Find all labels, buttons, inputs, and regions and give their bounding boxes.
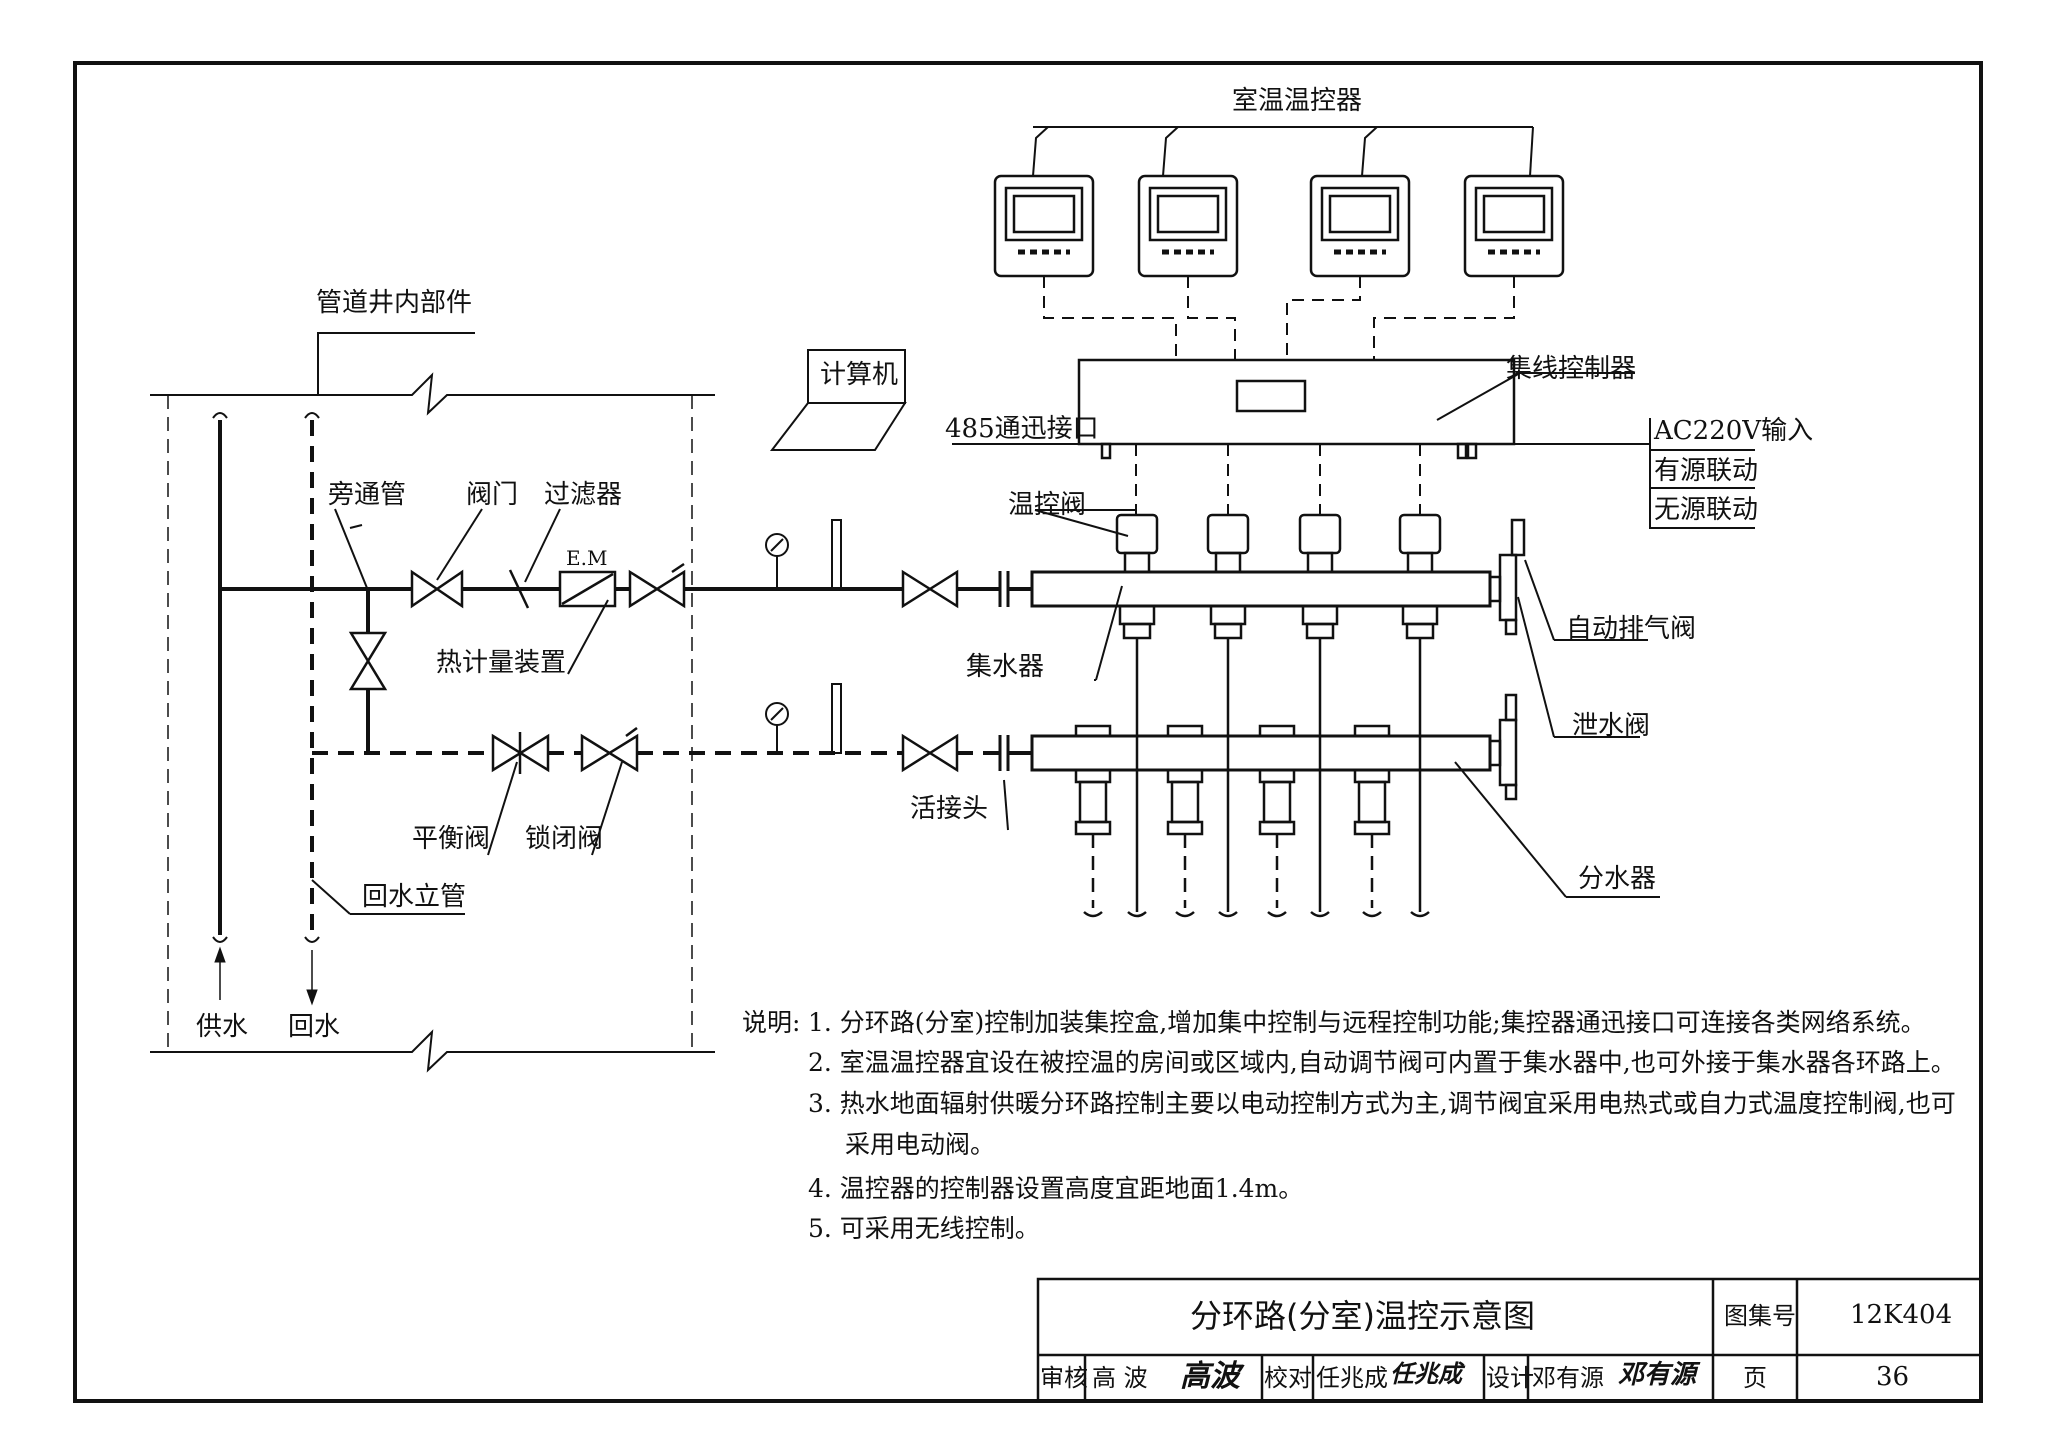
computer — [769, 349, 907, 451]
reviewer-name: 高 波 — [1092, 1364, 1148, 1392]
leader-lines — [311, 508, 1660, 915]
collector — [1030, 570, 1492, 608]
checker-name: 任兆成 — [1316, 1364, 1388, 1392]
supply-label: 供水 — [196, 1012, 249, 1042]
pipe-shaft — [150, 332, 715, 1073]
bypass-valve — [348, 631, 388, 691]
atlas-label: 图集号 — [1724, 1302, 1796, 1330]
check-label: 校对 — [1264, 1364, 1312, 1392]
designer-name: 邓有源 — [1532, 1364, 1604, 1392]
note-3: 3. 热水地面辐射供暖分环路控制主要以电动控制方式为主,调节阀宜采用电热式或自力… — [808, 1089, 1956, 1118]
hub-controller-label: 集线控制器 — [1506, 354, 1637, 384]
collector-outlets — [1118, 604, 1439, 640]
distributor-loops — [1091, 834, 1374, 908]
filter — [505, 569, 533, 609]
supply-riser — [212, 412, 228, 943]
distributor-label: 分水器 — [1578, 864, 1657, 894]
return-gate-valve — [901, 733, 959, 773]
shaft-parts-label: 管道井内部件 — [316, 288, 473, 318]
return-label: 回水 — [288, 1012, 341, 1042]
note-3-cont: 采用电动阀。 — [845, 1130, 996, 1159]
checker-signature: 任兆成 — [1390, 1359, 1462, 1388]
thermostats-label: 室温温控器 — [1232, 86, 1363, 116]
drain-valve-label: 泄水阀 — [1572, 711, 1651, 741]
title-block — [1036, 1277, 1983, 1403]
distributor — [1030, 734, 1492, 772]
auto-vent-valve — [1488, 518, 1526, 636]
designer-signature: 邓有源 — [1618, 1360, 1697, 1390]
collector-label: 集水器 — [966, 652, 1045, 682]
design-label: 设计 — [1486, 1364, 1534, 1392]
thermostat-leader — [1032, 126, 1534, 177]
bypass-label: 旁通管 — [328, 480, 407, 510]
controller-io-boxes — [1649, 418, 1755, 529]
reviewer-signature: 高波 — [1180, 1359, 1240, 1394]
note-5: 5. 可采用无线控制。 — [808, 1214, 1040, 1243]
active-link-label: 有源联动 — [1654, 456, 1759, 486]
valve-label: 阀门 — [466, 480, 519, 510]
auto-vent-label: 自动排气阀 — [1566, 614, 1697, 644]
page-label: 页 — [1743, 1364, 1767, 1392]
lock-valve-upper — [628, 562, 686, 609]
atlas-number: 12K404 — [1850, 1300, 1953, 1330]
page-number: 36 — [1876, 1362, 1910, 1392]
lock-valve — [580, 726, 639, 773]
lock-valve-label: 锁闭阀 — [525, 824, 604, 854]
drawing-title: 分环路(分室)温控示意图 — [1190, 1297, 1535, 1335]
heat-meter — [558, 570, 617, 608]
distributor-outlets — [1074, 724, 1391, 836]
pressure-gauge — [765, 533, 789, 753]
balance-valve-label: 平衡阀 — [412, 824, 491, 854]
gate-valve — [410, 569, 959, 609]
return-riser-label: 回水立管 — [362, 882, 467, 912]
sheet-border — [73, 61, 1983, 1403]
note-1: 1. 分环路(分室)控制加装集控盒,增加集中控制与远程控制功能;集控器通迅接口可… — [808, 1008, 1926, 1037]
note-2: 2. 室温温控器宜设在被控温的房间或区域内,自动调节阀可内置于集水器中,也可外接… — [808, 1048, 1956, 1077]
thermo-valves — [1115, 513, 1442, 574]
thermometer — [831, 519, 842, 754]
note-4: 4. 温控器的控制器设置高度宜距地面1.4m。 — [808, 1174, 1304, 1203]
balance-valve — [491, 732, 550, 774]
collector-loops — [1127, 638, 1430, 918]
passive-link-label: 无源联动 — [1654, 495, 1759, 525]
computer-label: 计算机 — [820, 360, 899, 390]
filter-label: 过滤器 — [544, 480, 623, 510]
hub-controller — [1077, 358, 1516, 460]
review-label: 审核 — [1040, 1364, 1088, 1392]
em-label: E.M — [566, 546, 608, 570]
drain-valve — [1488, 693, 1518, 801]
union-label: 活接头 — [910, 794, 989, 824]
thermo-valve-label: 温控阀 — [1008, 490, 1087, 520]
heat-meter-label: 热计量装置 — [436, 648, 567, 678]
thermostat-units — [993, 174, 1565, 278]
signal-wires — [1043, 276, 1515, 515]
port-485-label: 485通迅接口 — [945, 414, 1099, 444]
ac-input-label: AC220V输入 — [1654, 416, 1814, 446]
notes-heading: 说明: — [742, 1008, 801, 1037]
